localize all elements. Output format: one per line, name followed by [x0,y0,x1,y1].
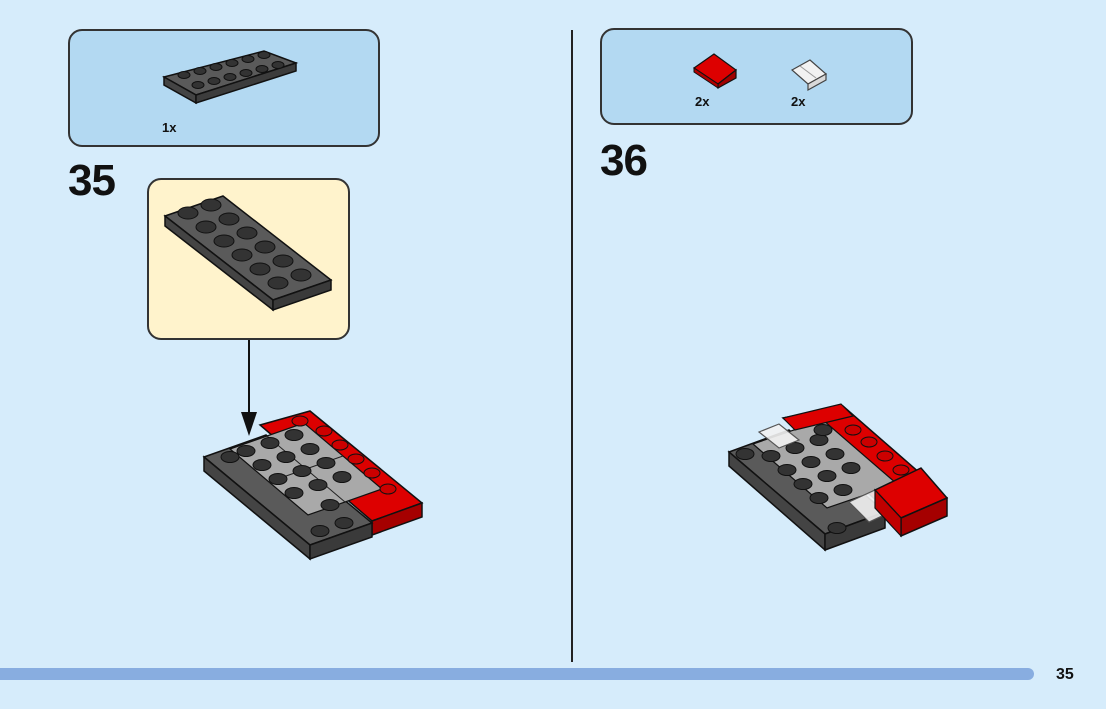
step-number: 35 [68,156,116,205]
slope-red-icon [692,53,737,90]
parts-list-step-36: 2x 2x [600,28,913,125]
footer-bar [0,668,1034,680]
part-quantity: 2x [695,94,710,109]
sub-assembly-callout [147,178,350,340]
slope-transparent-icon [790,59,828,92]
placement-arrow [241,340,257,436]
part-quantity: 1x [162,120,177,135]
page-number: 35 [1056,666,1074,683]
model-step-36 [727,403,949,552]
model-step-35 [202,410,424,561]
parts-list-step-35: 1x [68,29,380,147]
plate-2x6-dark-gray-icon [163,195,333,312]
part-quantity: 2x [791,94,806,109]
plate-2x6-dark-gray-icon [162,50,299,105]
step-number: 36 [600,136,648,185]
panel-divider [571,30,573,662]
